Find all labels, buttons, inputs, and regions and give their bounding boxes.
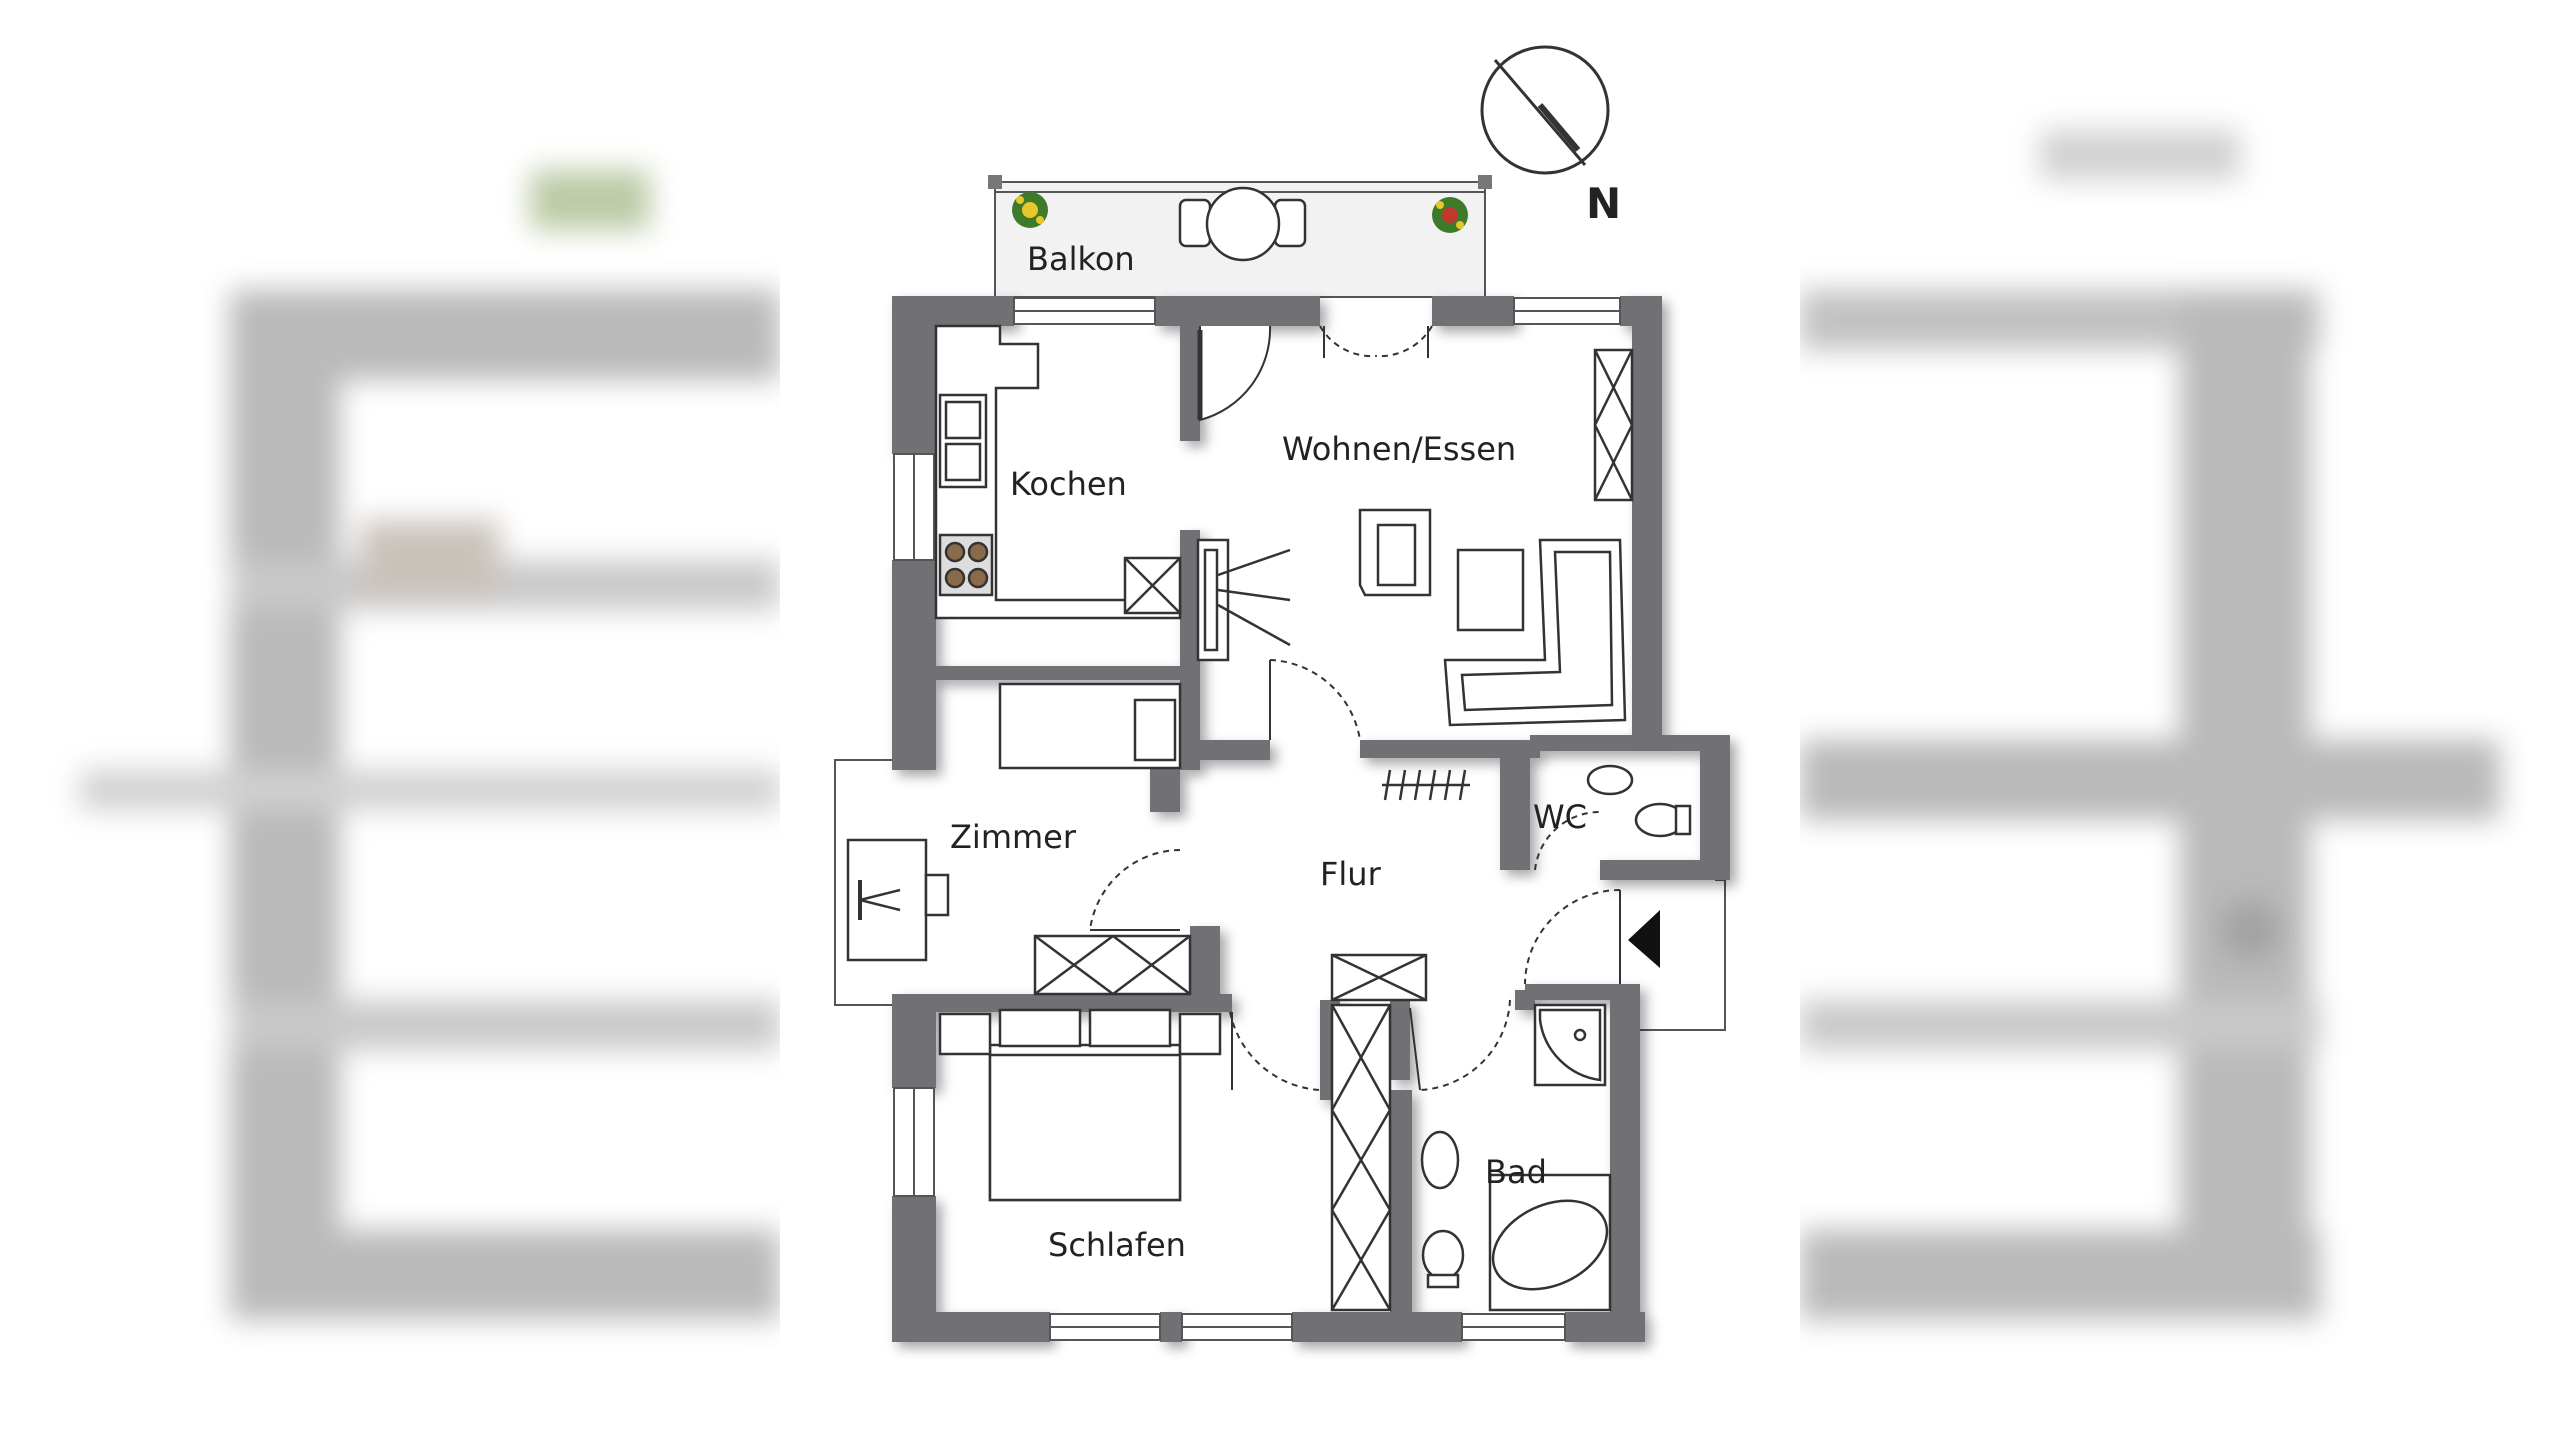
balcony-table [1178,186,1307,262]
shower-icon [1533,1003,1607,1087]
toilet-icon [1634,802,1692,838]
plant-icon [1012,192,1048,228]
label-wohnen-essen: Wohnen/Essen [1282,430,1516,468]
label-bad: Bad [1485,1153,1547,1191]
door-swings [1089,325,1621,1091]
north-label: N [1586,179,1621,228]
label-flur: Flur [1320,855,1382,893]
floor-plan: N [780,0,1800,1440]
furniture [846,324,1692,1312]
bed-icon [988,1008,1182,1202]
blurred-background-left [0,0,780,1440]
stove-icon [938,533,994,597]
label-schlafen: Schlafen [1048,1226,1186,1264]
balcony [988,175,1492,298]
bad-toilet-icon [1421,1229,1465,1289]
entrance-arrow-icon [1628,910,1660,968]
label-balkon: Balkon [1027,240,1135,278]
bad-sink-icon [1420,1130,1460,1190]
label-wc: WC [1533,798,1587,836]
blurred-background-right [1800,0,2560,1440]
label-kochen: Kochen [1010,465,1127,503]
windows [893,297,1621,1341]
room-labels: Balkon Kochen Wohnen/Essen Zimmer Flur W… [950,240,1587,1264]
label-zimmer: Zimmer [950,818,1077,856]
wc-sink-icon [1586,764,1634,796]
bathtub-icon [1488,1173,1612,1312]
plant-icon [1432,197,1468,233]
coat-rack-icon [1382,769,1470,801]
compass: N [1480,45,1621,228]
